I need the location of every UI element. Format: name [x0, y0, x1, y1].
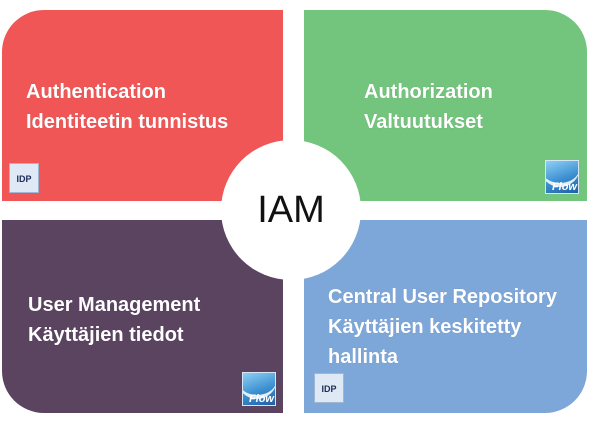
quadrant-authentication: Authentication Identiteetin tunnistus ID… — [2, 10, 283, 201]
authentication-title: Authentication — [26, 81, 166, 103]
central-user-repository-subtitle-line2: hallinta — [328, 346, 399, 368]
central-user-repository-title: Central User Repository — [328, 286, 557, 308]
flow-logo: Flow — [242, 372, 276, 406]
flow-logo-text: Flow — [248, 393, 274, 405]
flow-swoosh-icon — [243, 373, 275, 399]
user-management-subtitle: Käyttäjien tiedot — [28, 324, 184, 346]
iam-center-circle: IAM — [221, 140, 361, 280]
flow-logo-text: Flow — [551, 181, 577, 193]
authentication-subtitle: Identiteetin tunnistus — [26, 111, 229, 133]
user-management-title: User Management — [28, 294, 201, 316]
authorization-subtitle: Valtuutukset — [364, 111, 483, 133]
idp-logo: IDP — [9, 163, 39, 193]
authorization-label: Authorization Valtuutukset — [364, 77, 493, 137]
user-management-label: User Management Käyttäjien tiedot — [28, 290, 200, 350]
authentication-label: Authentication Identiteetin tunnistus — [26, 77, 228, 137]
iam-label: IAM — [257, 188, 325, 231]
flow-logo: Flow — [545, 160, 579, 194]
quadrant-authorization: Authorization Valtuutukset Flow — [304, 10, 587, 201]
authorization-title: Authorization — [364, 81, 493, 103]
central-user-repository-subtitle-line1: Käyttäjien keskitetty — [328, 316, 522, 338]
idp-logo: IDP — [314, 373, 344, 403]
quadrant-user-management: User Management Käyttäjien tiedot Flow — [2, 220, 283, 413]
quadrant-central-user-repository: Central User Repository Käyttäjien keski… — [304, 220, 587, 413]
central-user-repository-label: Central User Repository Käyttäjien keski… — [328, 282, 557, 372]
flow-swoosh-icon — [546, 161, 578, 187]
